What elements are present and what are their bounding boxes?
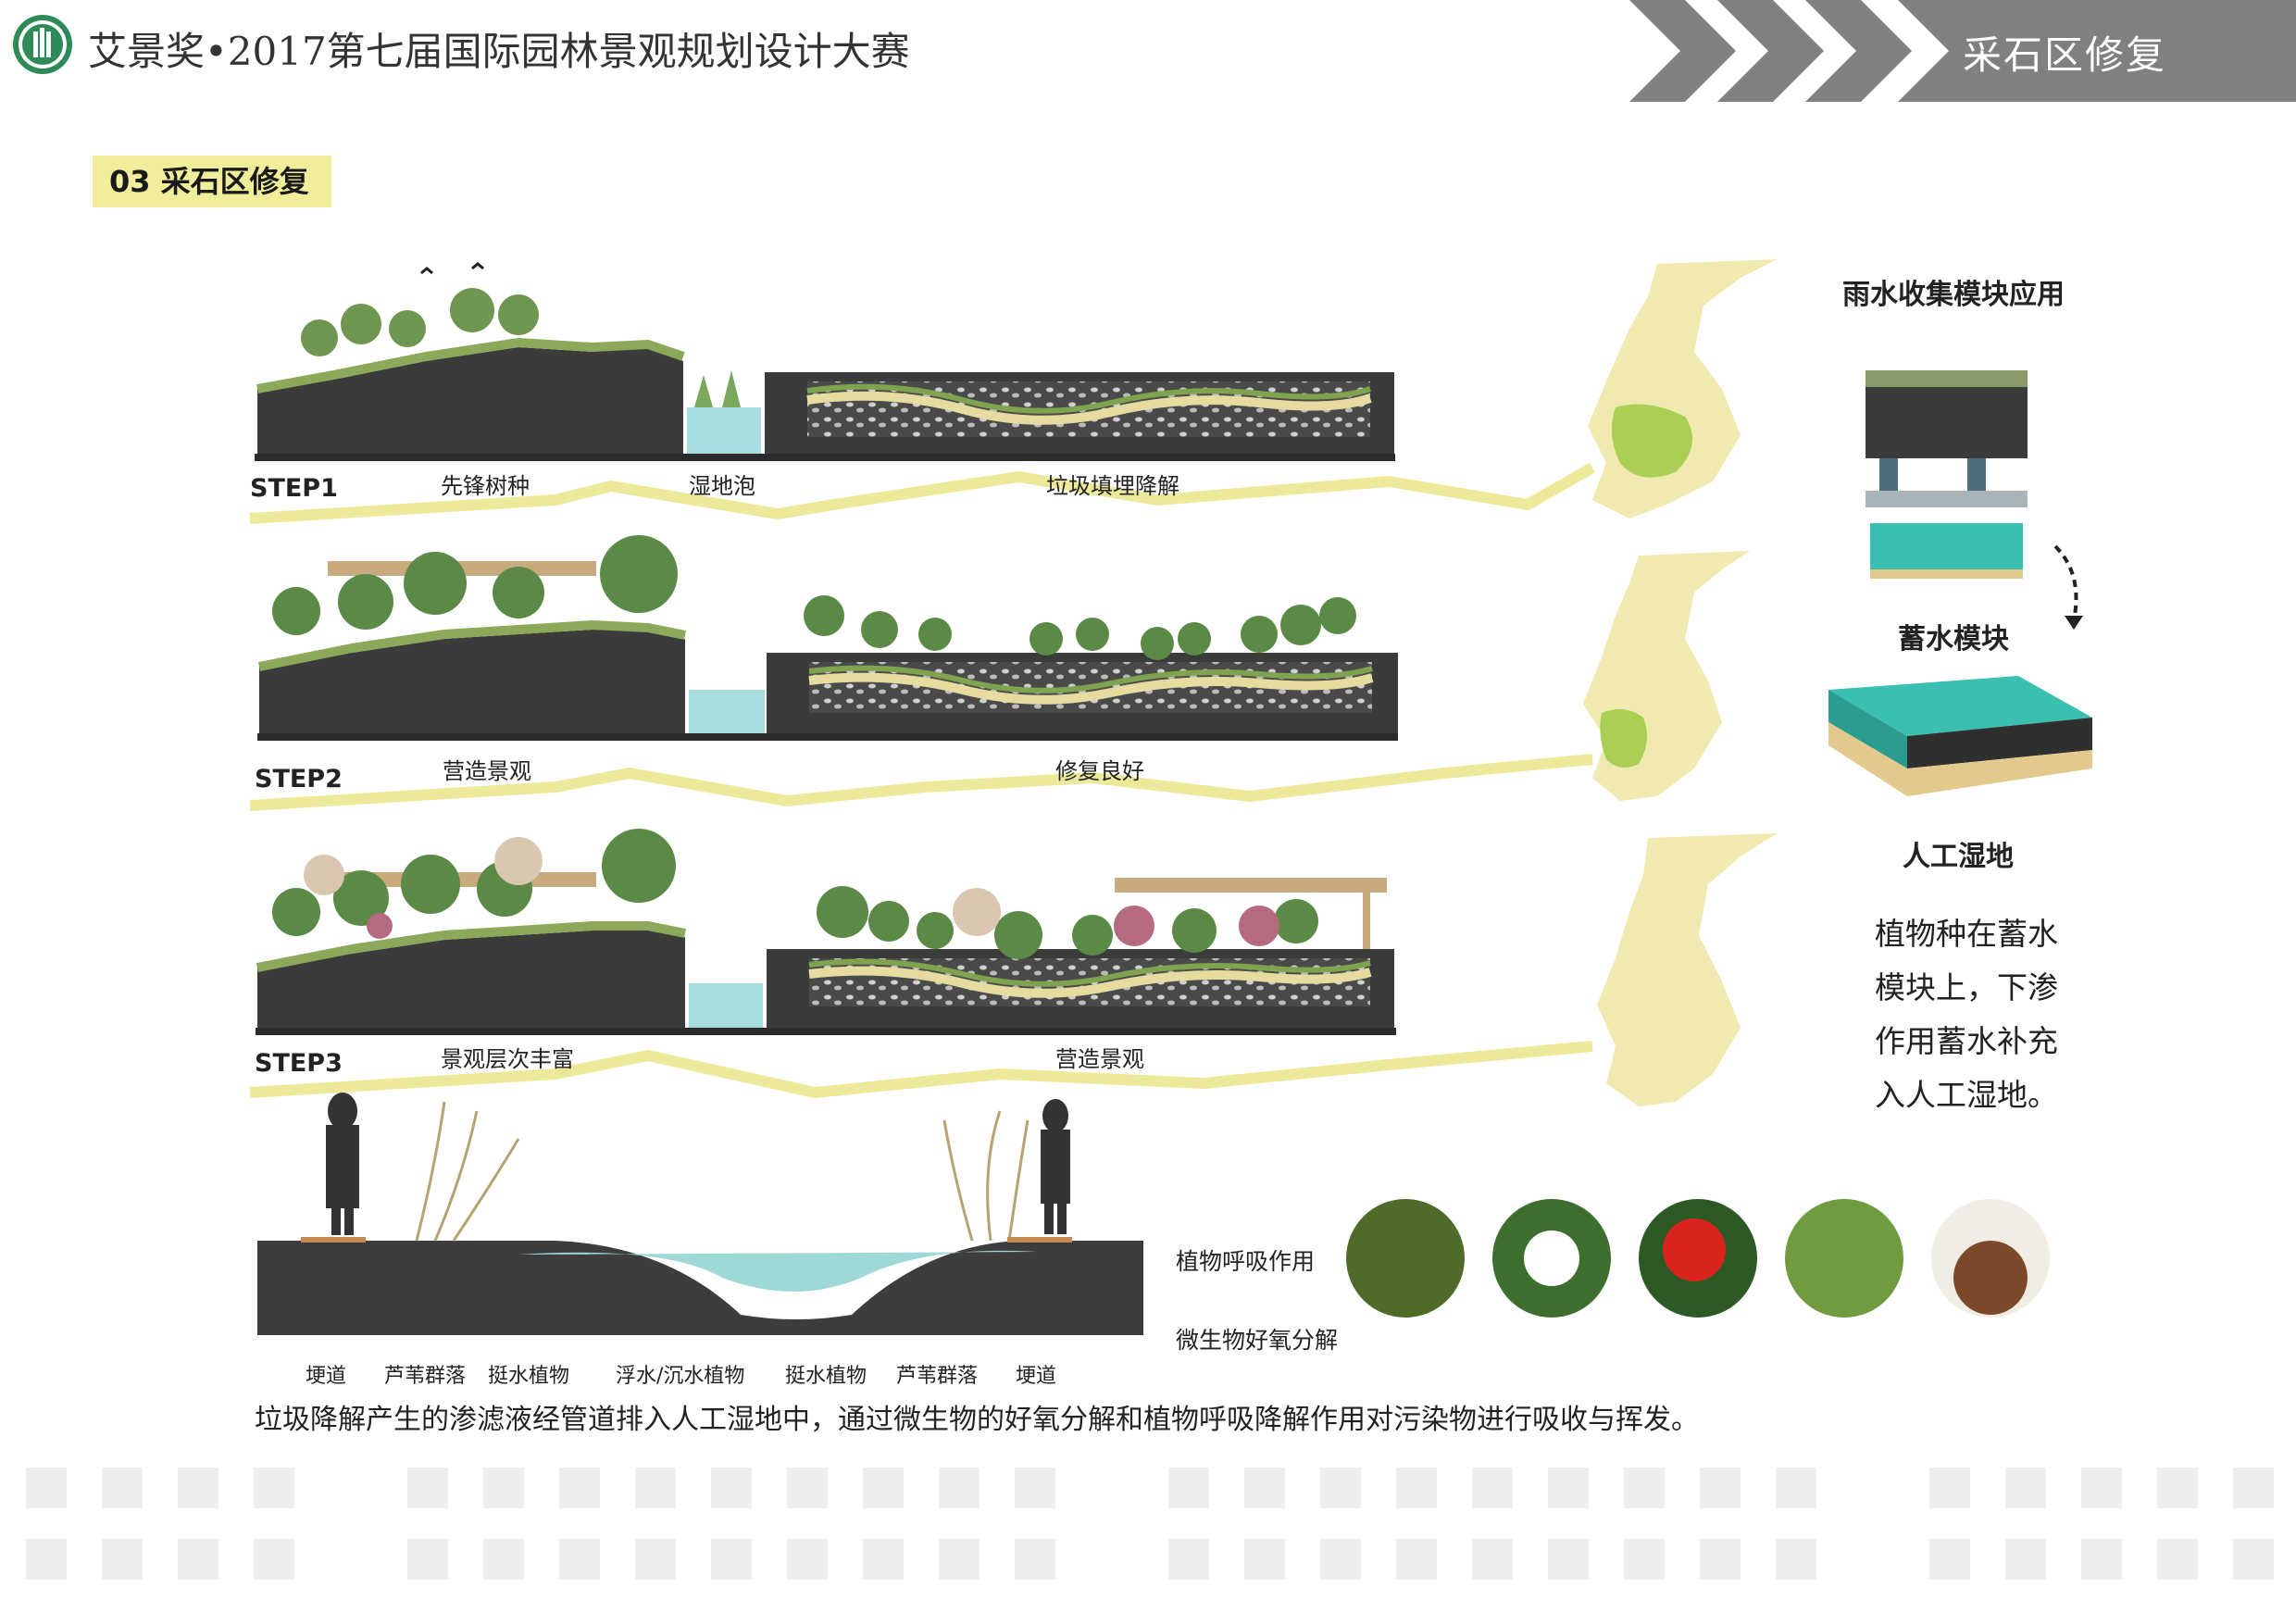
wetland-label-7: 埂道	[1016, 1365, 1057, 1388]
site-map-2	[1583, 551, 1750, 801]
logo-icon	[11, 13, 74, 76]
plant-photo-1	[1346, 1199, 1465, 1318]
wetland-label-2: 芦苇群落	[384, 1365, 467, 1388]
wetland-module	[1828, 676, 2092, 796]
wetland-label-5: 挺水植物	[785, 1365, 867, 1388]
microbe-decomposition-label: 微生物好氧分解	[1176, 1327, 1339, 1354]
step3-annotation-1: 景观层次丰富	[441, 1046, 574, 1072]
step1-annotation-3: 垃圾填埋降解	[1046, 473, 1179, 499]
artificial-wetland-label: 人工湿地	[1903, 841, 2014, 873]
plant-photo-4	[1785, 1199, 1903, 1318]
wetland-label-3: 挺水植物	[488, 1365, 570, 1388]
step2-section	[257, 535, 1398, 741]
step1-annotation-2: 湿地泡	[689, 473, 755, 499]
step3-section	[256, 829, 1396, 1035]
section-tag: 03 采石区修复	[93, 156, 331, 207]
connector-path	[249, 462, 1595, 1098]
caption-text: 垃圾降解产生的渗滤液经管道排入人工湿地中，通过微生物的好氧分解和植物呼吸降解作用…	[255, 1404, 1699, 1436]
banner-title: 采石区修复	[1962, 32, 2166, 78]
plant-respiration-label: 植物呼吸作用	[1176, 1248, 1316, 1275]
rainwater-title: 雨水收集模块应用	[1842, 279, 2065, 311]
person-icon	[326, 1093, 1070, 1235]
wetland-section	[257, 1093, 1143, 1335]
step3-annotation-2: 营造景观	[1055, 1046, 1144, 1072]
rainwater-module	[1866, 370, 2083, 630]
storage-module-label: 蓄水模块	[1898, 623, 2009, 656]
step1-label: STEP1	[250, 474, 338, 503]
module-description: 植物种在蓄水 模块上，下渗 作用蓄水补充 入人工湿地。	[1875, 916, 2058, 1113]
wetland-label-1: 埂道	[306, 1365, 347, 1388]
site-map-1	[1588, 259, 1778, 518]
wetland-label-4: 浮水/沉水植物	[616, 1365, 745, 1388]
step2-label: STEP2	[255, 765, 343, 793]
site-map-3	[1597, 833, 1778, 1106]
step1-annotation-1: 先锋树种	[441, 473, 530, 499]
step2-annotation-2: 修复良好	[1055, 758, 1144, 784]
step2-annotation-1: 营造景观	[443, 758, 531, 784]
step3-label: STEP3	[255, 1049, 343, 1078]
header-banner	[1629, 0, 2296, 102]
wetland-label-6: 芦苇群落	[896, 1365, 979, 1388]
step1-section	[255, 262, 1395, 461]
page-title: 艾景奖•2017第七届国际园林景观规划设计大赛	[88, 29, 910, 74]
